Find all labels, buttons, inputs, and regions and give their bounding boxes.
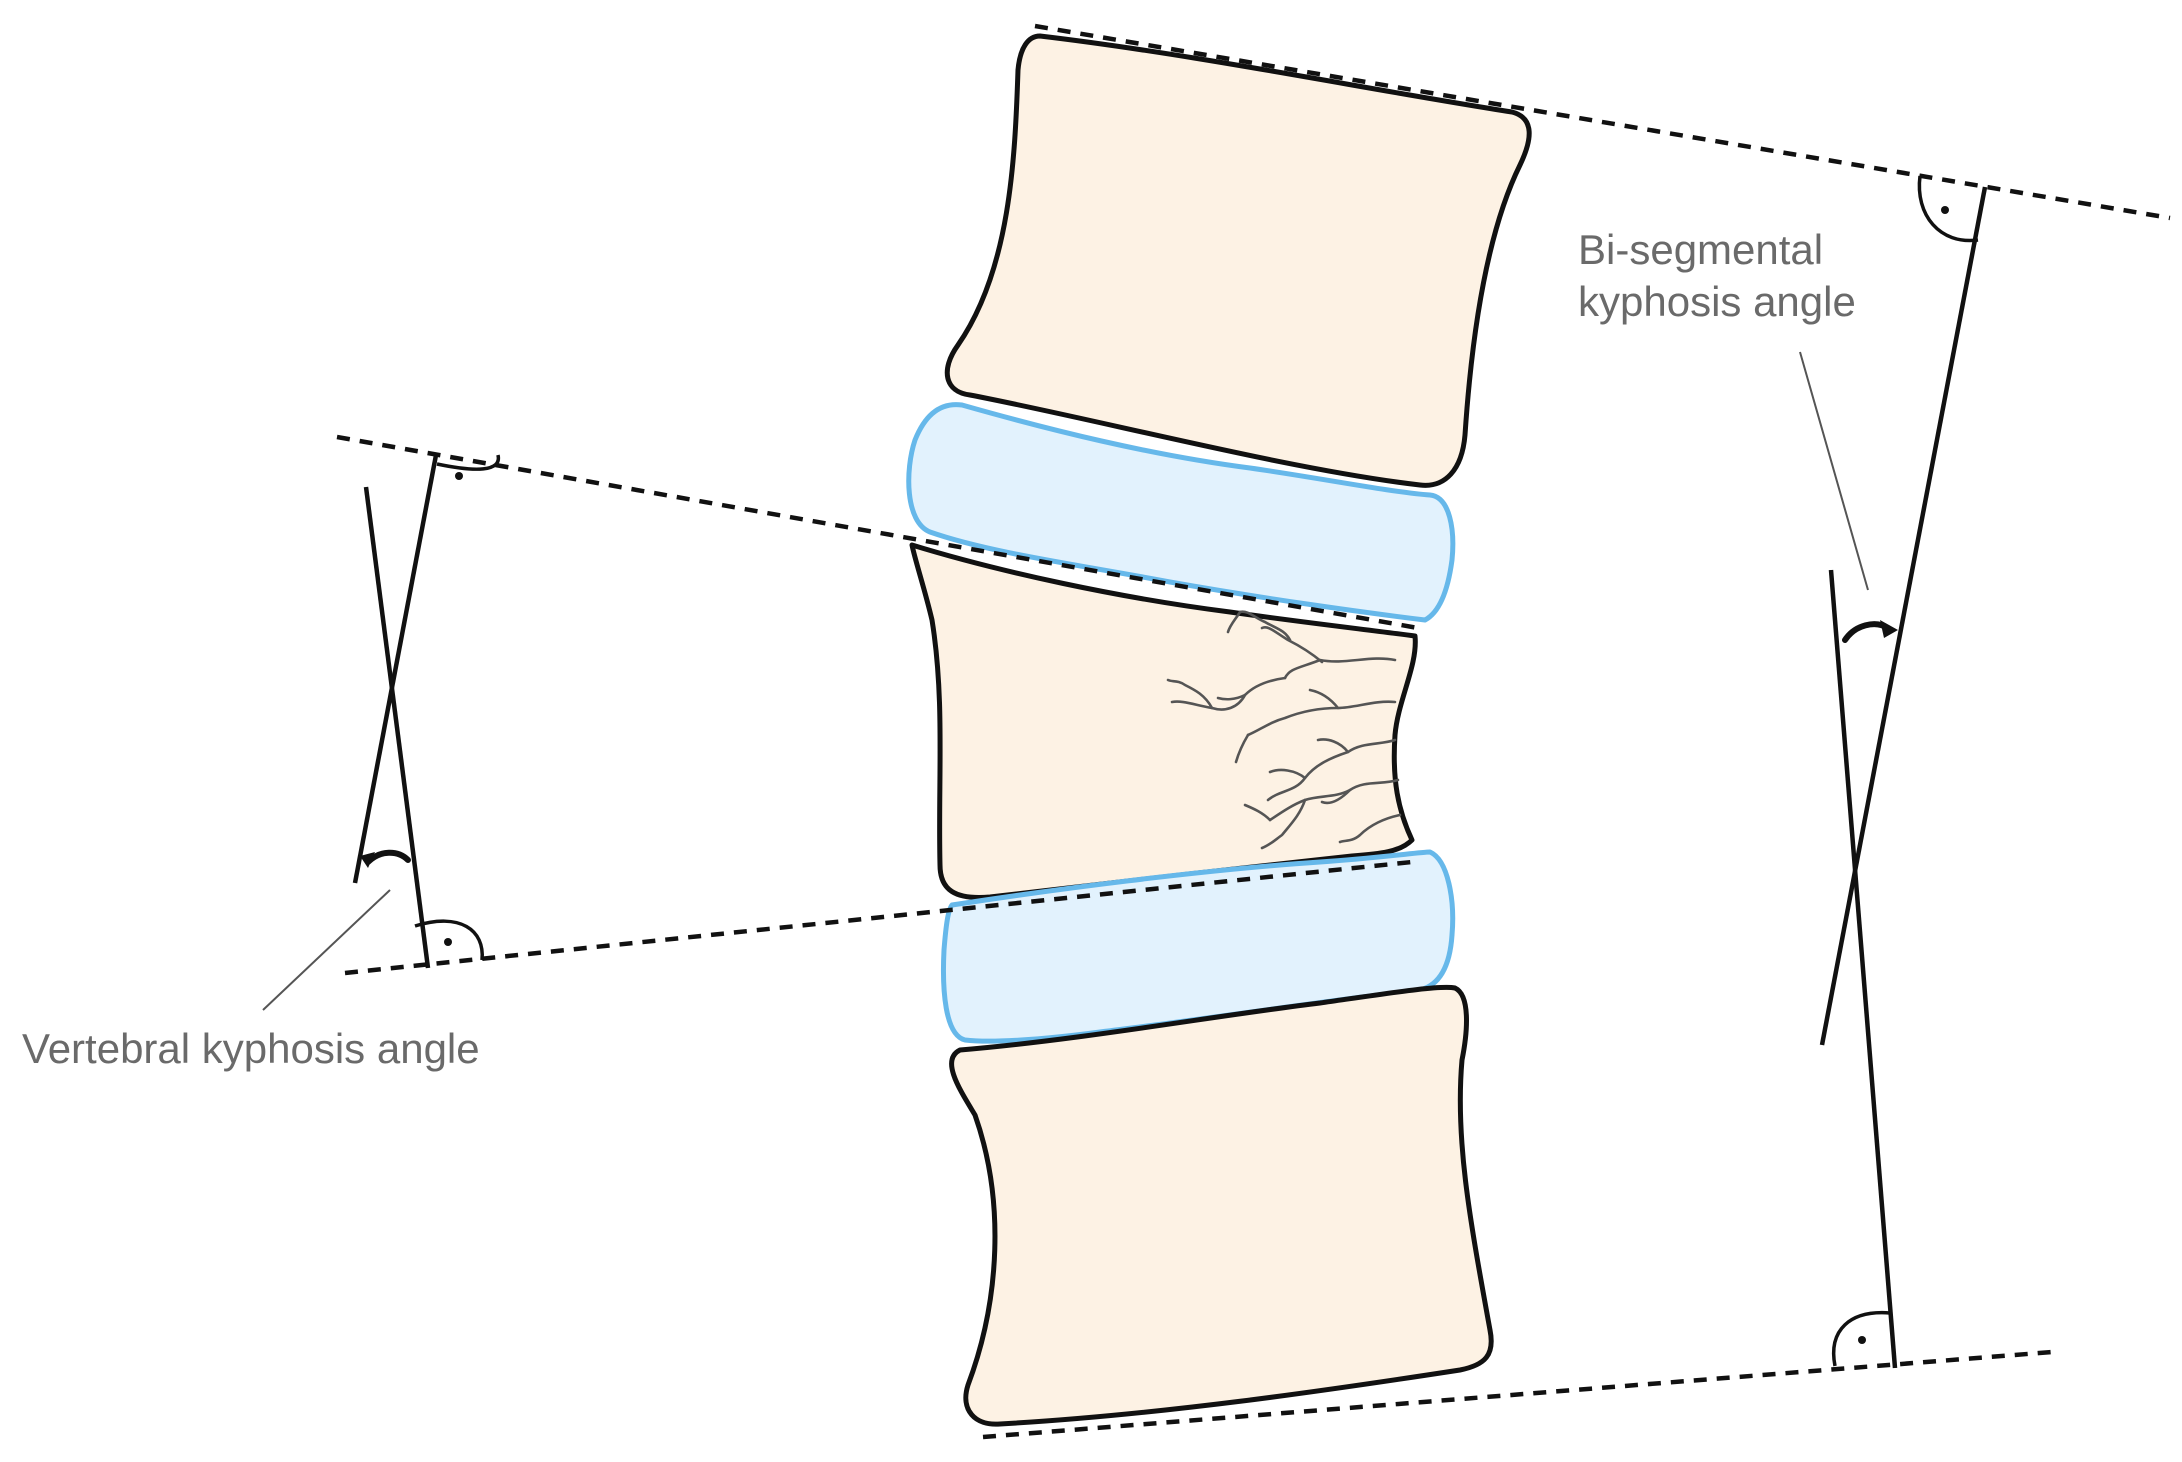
bi-segmental-leader-line: [1799, 351, 1869, 591]
vertebral-kyphosis-construction: [352, 454, 501, 969]
lower-fracture-endplate-dashed-line: [344, 859, 1413, 976]
fracture-lines: [1166, 610, 1402, 850]
upper-vertebra: [944, 33, 1532, 488]
bottom-endplate-dashed-line: [982, 1349, 2053, 1440]
bi-segmental-label-line2: kyphosis angle: [1578, 278, 1856, 325]
top-endplate-dashed-line: [1034, 23, 2171, 221]
bi-segmental-label-line1: Bi-segmental: [1578, 226, 1823, 273]
vertebral-kyphosis-angle-label: Vertebral kyphosis angle: [22, 1025, 480, 1072]
upper-intervertebral-disc: [906, 402, 1456, 623]
lower-vertebra: [949, 984, 1494, 1427]
vertebral-kyphosis-leader-line: [262, 889, 391, 1011]
bi-segmental-kyphosis-construction: [1819, 175, 1988, 1369]
